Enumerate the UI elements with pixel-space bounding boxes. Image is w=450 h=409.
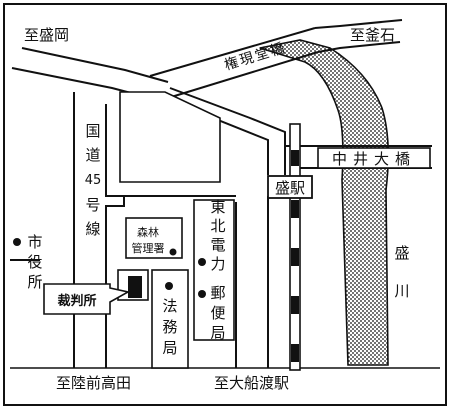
forestry-office-label: 森林 管理署 [132,225,165,255]
svg-text:局: 局 [162,339,177,357]
svg-text:道: 道 [85,146,100,164]
tohoku-electric-marker-icon [198,258,206,266]
svg-text:管理署: 管理署 [132,241,165,255]
forestry-office-marker-icon [169,248,177,256]
legal-affairs-marker-icon [165,282,173,290]
svg-text:電: 電 [210,236,225,254]
svg-text:局: 局 [210,324,225,342]
tohoku-electric-label: 東 北 電 力 [210,198,225,273]
blocks [117,91,235,369]
city-hall-label: 市 役 所 [27,233,42,291]
to-rikuzentakata-label: 至陸前高田 [56,374,131,392]
post-office-label: 郵 便 局 [210,284,225,342]
svg-text:市: 市 [27,233,42,251]
gongendo-bridge-label: 権現堂橋 [222,39,288,74]
svg-text:法: 法 [162,297,177,315]
svg-text:森林: 森林 [137,225,159,239]
to-kamaishi-label: 至釜石 [350,26,395,44]
station-box [267,175,313,199]
nakai-bridge-label: 中井大橋 [332,150,416,168]
svg-text:線: 線 [85,220,100,238]
svg-text:盛: 盛 [394,244,409,262]
svg-text:力: 力 [210,255,225,273]
roads [10,19,440,369]
svg-text:務: 務 [162,318,177,336]
courthouse-label: 裁判所 [57,293,96,309]
svg-text:東: 東 [210,198,225,216]
legal-affairs-label: 法 務 局 [162,297,177,357]
post-office-marker-icon [198,290,206,298]
sakari-river [259,39,390,366]
courthouse-marker-icon [128,276,142,298]
svg-text:北: 北 [210,217,225,235]
svg-text:45: 45 [85,173,102,188]
svg-text:川: 川 [394,282,409,300]
to-morioka-label: 至盛岡 [24,26,69,44]
city-hall-marker-icon [13,238,21,246]
railway [289,123,301,371]
svg-text:便: 便 [210,304,225,322]
svg-text:国: 国 [85,122,100,140]
svg-text:郵: 郵 [210,284,225,302]
sakari-river-label: 盛 川 [394,244,409,300]
nakai-bridge-box [317,147,431,169]
to-ofunato-label: 至大船渡駅 [214,374,289,392]
courthouse-callout [43,283,131,315]
svg-text:所: 所 [27,273,42,291]
svg-text:役: 役 [27,253,42,271]
map-frame [3,3,447,406]
svg-text:号: 号 [85,196,100,214]
route45-label: 国 道 45 号 線 [85,122,102,238]
moriya-station-label: 盛駅 [275,179,305,197]
